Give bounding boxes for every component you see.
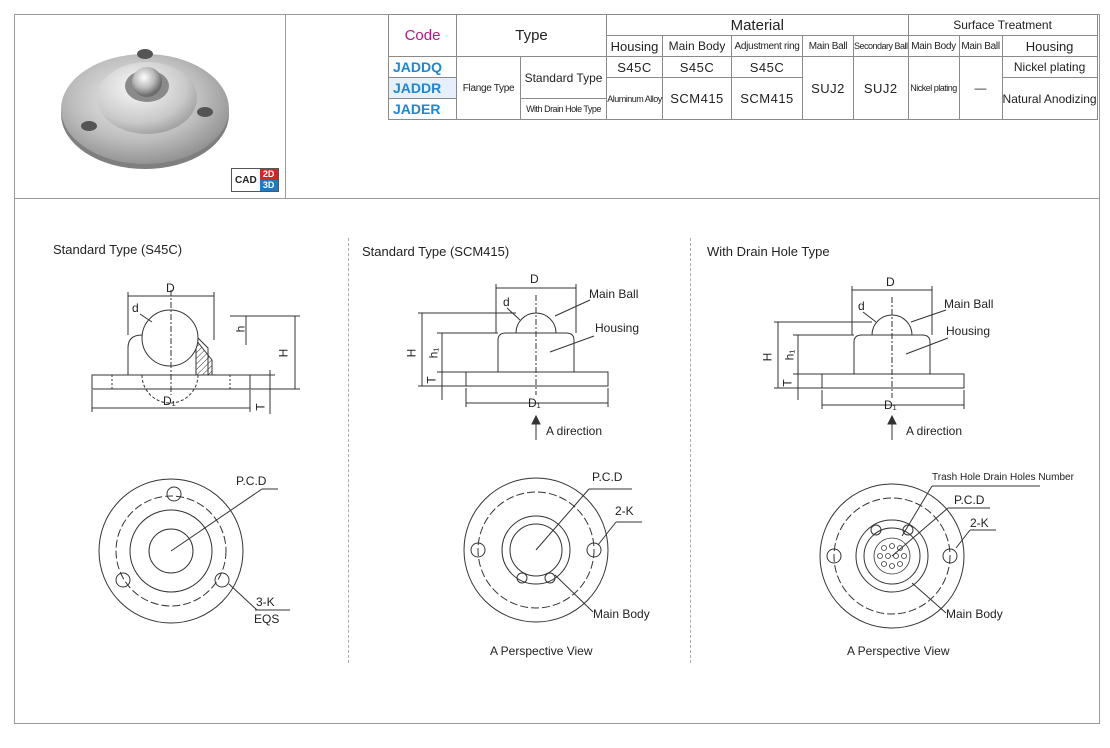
- section-divider: [14, 198, 1100, 199]
- jaddq-main-body: S45C: [662, 56, 732, 78]
- panel2-title: Standard Type (SCM415): [362, 244, 510, 259]
- panel1-side-view: [91, 290, 300, 414]
- p3-label-main-body: Main Body: [946, 607, 1003, 621]
- p3-label-D: D: [886, 275, 895, 289]
- p3-label-k: 2-K: [970, 516, 989, 530]
- jaddr-st-housing: Natural Anodizing: [1001, 77, 1098, 120]
- panel1-bottom-view: [98, 478, 290, 624]
- spec-table: Code Type Material Surface Treatment Hou…: [388, 14, 1098, 120]
- p1-label-k: 3-K: [256, 595, 275, 609]
- p3-label-H: H: [760, 352, 775, 362]
- cad-2d: 2D: [259, 169, 278, 180]
- panel-divider-2: [690, 238, 691, 663]
- p3-label-perspective: A Perspective View: [847, 644, 950, 658]
- p3-label-housing: Housing: [946, 324, 991, 338]
- p2-label-T: T: [424, 376, 439, 384]
- sub-main-body: Main Body: [662, 35, 732, 57]
- p3-label-a-direction: A direction: [906, 424, 963, 438]
- sub-housing: Housing: [606, 35, 663, 57]
- p3-label-T: T: [780, 379, 795, 387]
- p1-label-H: H: [276, 348, 291, 358]
- cad-label: CAD: [232, 169, 260, 191]
- p3-label-d: d: [858, 299, 865, 313]
- p2-label-perspective: A Perspective View: [490, 644, 593, 658]
- p2-label-pcd: P.C.D: [592, 470, 623, 484]
- p1-label-pcd: P.C.D: [236, 474, 267, 488]
- panel1-title: Standard Type (S45C): [53, 242, 183, 257]
- panel2-bottom-view: [463, 477, 642, 623]
- panel3-title: With Drain Hole Type: [707, 244, 830, 259]
- p2-label-main-ball: Main Ball: [589, 287, 639, 301]
- panel3-bottom-view: [819, 483, 1040, 629]
- p1-label-d: d: [132, 301, 139, 315]
- p2-label-d: d: [503, 295, 510, 309]
- p1-label-D1: D₁: [163, 394, 176, 408]
- st-main-body: Nickel plating: [907, 56, 960, 120]
- subtype-drain: With Drain Hole Type: [520, 98, 607, 120]
- drain-holes: [873, 537, 911, 575]
- code-jader: JADER: [388, 98, 457, 120]
- p3-label-main-ball: Main Ball: [944, 297, 994, 311]
- main-ball-material: SUJ2: [802, 56, 854, 120]
- p1-label-D: D: [166, 281, 175, 295]
- product-photo: [61, 49, 229, 169]
- p2-label-a-direction: A direction: [546, 424, 603, 438]
- p2-label-D: D: [530, 272, 539, 286]
- p2-label-main-body: Main Body: [593, 607, 650, 621]
- type-header: Type: [456, 14, 607, 57]
- p2-label-h1: h₁: [426, 347, 441, 359]
- panel3-side-view: [774, 286, 965, 440]
- sub-st-housing: Housing: [1001, 35, 1098, 57]
- p2-label-housing: Housing: [595, 321, 640, 335]
- code-header: Code: [388, 14, 457, 57]
- p3-label-trash-holes: Trash Hole Drain Holes Number: [932, 472, 1074, 483]
- jaddr-housing: Aluminum Alloy: [606, 77, 663, 120]
- p2-label-k: 2-K: [615, 504, 634, 518]
- p1-label-h: h: [233, 325, 248, 333]
- p3-label-D1: D₁: [884, 398, 897, 412]
- jaddr-adjustment-ring: SCM415: [731, 77, 803, 120]
- product-photo-box: CAD 2D 3D: [14, 14, 286, 198]
- panel-divider-1: [348, 238, 349, 663]
- cad-3d: 3D: [259, 180, 278, 191]
- p1-label-eqs: EQS: [254, 612, 280, 626]
- panel2-side-view: [418, 284, 609, 440]
- p1-label-T: T: [253, 403, 268, 411]
- p3-label-h1: h₁: [782, 349, 797, 361]
- p2-label-D1: D₁: [528, 396, 541, 410]
- cad-badge[interactable]: CAD 2D 3D: [231, 168, 279, 192]
- p2-label-H: H: [404, 348, 419, 358]
- p3-label-pcd: P.C.D: [954, 493, 985, 507]
- jaddr-main-body: SCM415: [662, 77, 732, 120]
- type-flange: Flange Type: [456, 56, 521, 120]
